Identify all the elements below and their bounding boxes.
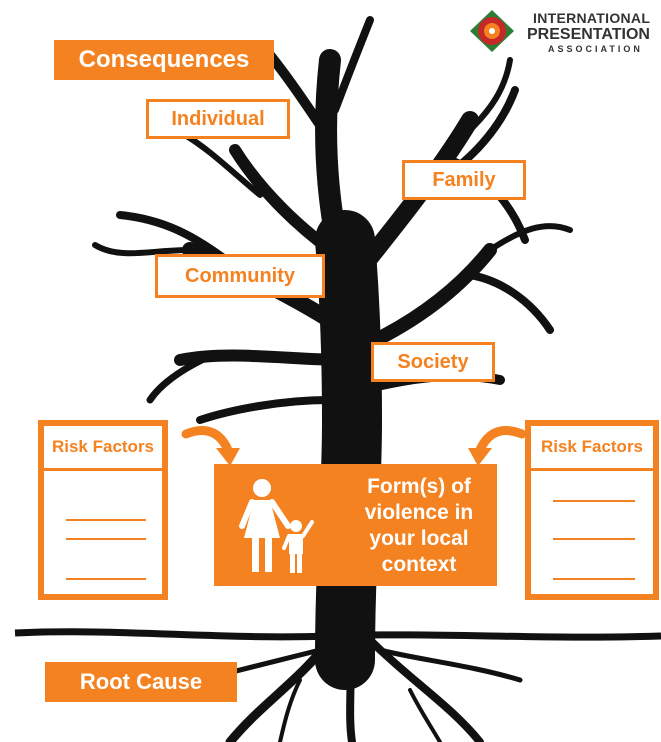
blank-line — [553, 538, 635, 540]
root-cause-label: Root Cause — [45, 662, 237, 702]
violence-form-line: violence in — [364, 501, 474, 524]
logo-line-international: INTERNATIONAL — [533, 10, 651, 26]
woman-child-icon — [239, 479, 314, 573]
blank-line — [553, 500, 635, 502]
label-family: Family — [402, 160, 526, 200]
arrow-curved-left-icon — [468, 426, 527, 466]
violence-form-text: Form(s) of violence in your local contex… — [344, 470, 494, 582]
violence-form-line: Form(s) of — [367, 475, 471, 498]
logo-line-association: ASSOCIATION — [548, 44, 643, 54]
consequences-heading: Consequences — [54, 40, 274, 80]
label-society: Society — [371, 342, 495, 382]
risk-factors-title-left: Risk Factors — [44, 426, 162, 471]
logo-line-presentation: PRESENTATION — [527, 26, 650, 43]
violence-form-line: your local — [369, 527, 469, 550]
risk-factors-panel-left: Risk Factors — [38, 420, 168, 600]
blank-line — [66, 519, 146, 521]
presentation-logo-icon — [470, 10, 514, 52]
blank-line — [66, 578, 146, 580]
blank-line — [553, 578, 635, 580]
blank-line — [66, 538, 146, 540]
violence-form-box: Form(s) of violence in your local contex… — [214, 464, 497, 586]
label-individual: Individual — [146, 99, 290, 139]
violence-form-line: context — [381, 553, 457, 576]
label-community: Community — [155, 254, 325, 298]
logo: INTERNATIONAL PRESENTATION ASSOCIATION — [466, 8, 661, 54]
risk-factors-panel-right: Risk Factors — [525, 420, 659, 600]
risk-factors-title-right: Risk Factors — [531, 426, 653, 471]
arrow-curved-right-icon — [181, 426, 240, 466]
